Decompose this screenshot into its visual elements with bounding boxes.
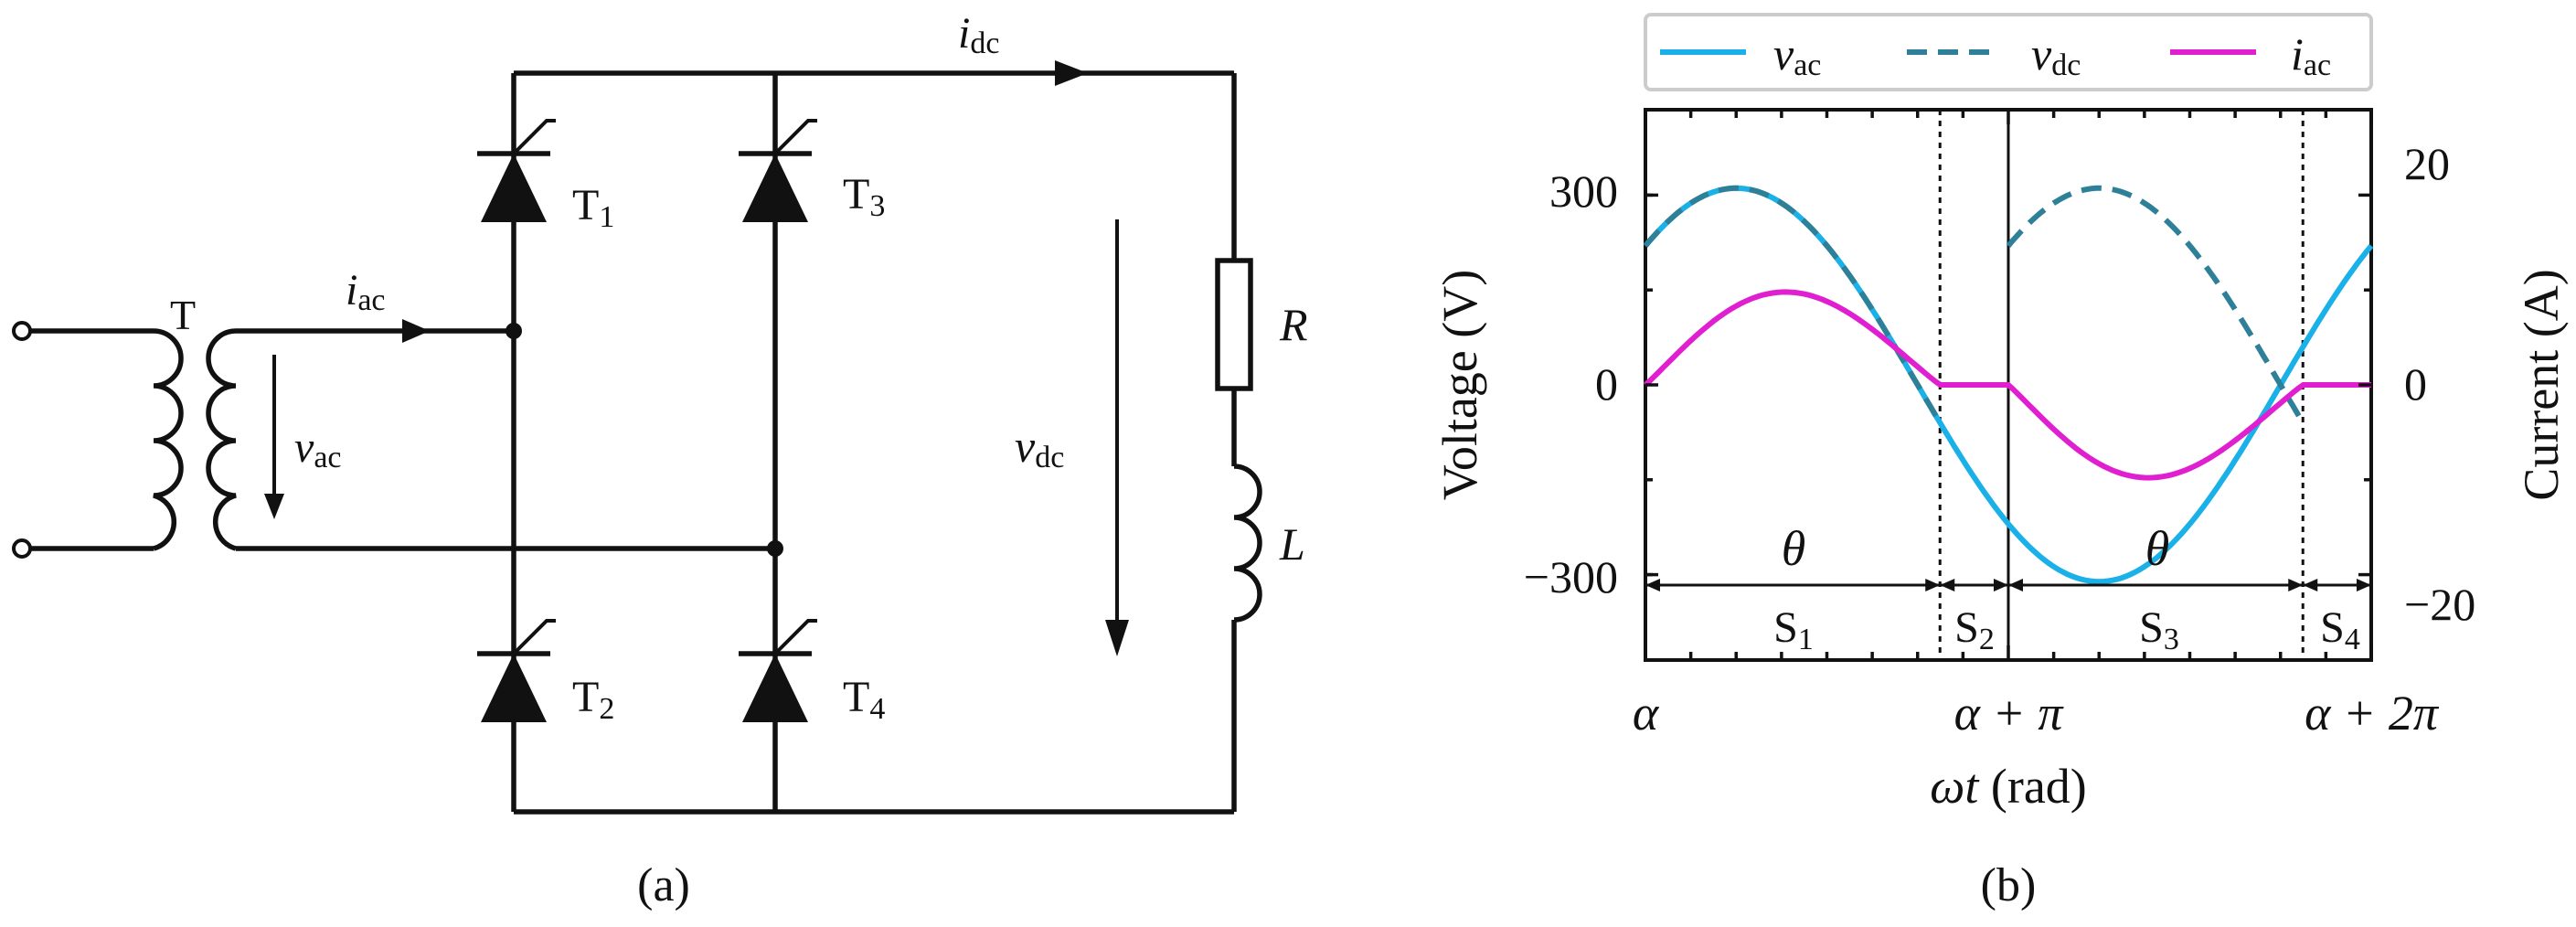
thyristor-t1 <box>477 119 556 222</box>
transformer-primary-winding <box>153 328 184 551</box>
y-axis-label-left: Voltage (V) <box>1432 270 1487 500</box>
y-axis-label-right: Current (A) <box>2514 269 2569 500</box>
transformer-label: T <box>170 292 196 338</box>
arrow-s3 <box>2008 579 2304 591</box>
theta-label-2: θ <box>2145 521 2170 576</box>
t2-label: T2 <box>572 673 614 726</box>
ytick-left-neg300: −300 <box>1524 551 1618 602</box>
circuit-diagram: T iac vac T1 T3 <box>12 9 1308 911</box>
v-ac-label: vac <box>294 423 342 474</box>
input-terminal-bottom <box>12 538 32 559</box>
legend-label-iac: iac <box>2291 28 2331 82</box>
segment-label-s4: S4 <box>2320 603 2360 656</box>
v-dc-arrowhead <box>1105 620 1129 656</box>
caption-a: (a) <box>637 859 690 911</box>
segment-label-s1: S1 <box>1773 603 1814 656</box>
legend-label-vac: vac <box>1773 28 1821 82</box>
xtick-alpha-pi: α + π <box>1954 686 2065 741</box>
v-dc-label: vdc <box>1015 421 1064 474</box>
segment-annotations <box>1645 579 2371 591</box>
series-line-vdc-2 <box>2006 185 2305 424</box>
arrow-s1 <box>1645 579 1941 591</box>
ytick-left-300: 300 <box>1549 165 1618 217</box>
i-ac-label: iac <box>346 266 386 317</box>
legend-label-vdc: vdc <box>2031 28 2081 82</box>
series-line-vdc-1 <box>1643 185 1943 424</box>
thyristor-t3 <box>739 119 817 222</box>
t4-label: T4 <box>843 673 885 726</box>
xtick-alpha: α <box>1633 686 1660 741</box>
resistor-r <box>1215 258 1253 391</box>
arrow-s2 <box>1940 579 2008 591</box>
theta-label-1: θ <box>1782 521 1806 576</box>
waveform-chart: vac vdc iac 300 0 −300 20 0 −20 Voltage … <box>1432 13 2569 911</box>
segment-label-s3: S3 <box>2139 603 2179 656</box>
legend-box <box>1644 13 2373 91</box>
i-ac-arrow <box>402 319 430 343</box>
thyristor-t2 <box>477 619 556 722</box>
axis-ticks <box>1644 110 2373 660</box>
ytick-right-neg20: −20 <box>2404 579 2475 630</box>
resistor-label: R <box>1279 299 1308 350</box>
t1-label: T1 <box>572 181 614 234</box>
xtick-alpha-2pi: α + 2π <box>2305 686 2440 741</box>
i-dc-arrow <box>1055 60 1088 86</box>
legend: vac vdc iac <box>1644 13 2373 91</box>
inductor-label: L <box>1279 518 1305 570</box>
ytick-left-0: 0 <box>1595 358 1618 410</box>
junction-dot-left <box>506 323 522 339</box>
segment-label-s2: S2 <box>1954 603 1995 656</box>
thyristor-t4 <box>739 619 817 722</box>
ytick-right-0: 0 <box>2404 358 2427 410</box>
v-ac-arrowhead <box>264 494 284 519</box>
transformer-secondary-winding <box>206 328 237 551</box>
arrow-s4 <box>2303 579 2371 591</box>
caption-b: (b) <box>1981 859 2037 911</box>
curves <box>1643 185 2374 585</box>
input-terminal-top <box>12 321 32 341</box>
inductor-l <box>1233 464 1262 623</box>
junction-dot-right <box>767 540 783 557</box>
ytick-right-20: 20 <box>2404 138 2450 189</box>
t3-label: T3 <box>843 170 885 223</box>
x-axis-label: ωt (rad) <box>1930 759 2087 814</box>
i-dc-label: idc <box>958 9 999 60</box>
series-line-iac <box>1643 289 2371 481</box>
